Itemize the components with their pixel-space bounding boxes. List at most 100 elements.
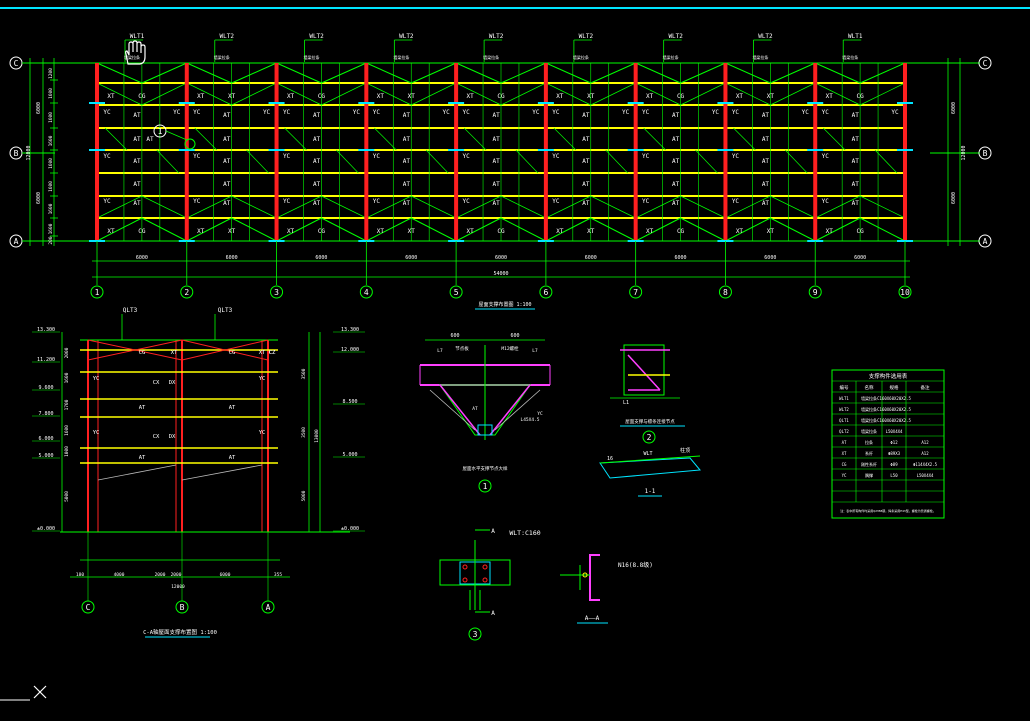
bay-dim-text: 6000 xyxy=(315,255,327,261)
leader-note: 墙梁拉条 xyxy=(663,54,679,60)
tag-at: AT xyxy=(313,181,321,188)
brace-line xyxy=(455,195,502,219)
tag-at: AT xyxy=(313,136,321,143)
table-cell: QLT1 xyxy=(839,418,849,423)
elevation-left: 13.300 xyxy=(37,327,55,333)
leader-note: 墙梁拉条 xyxy=(483,54,499,60)
title-bar-strip xyxy=(0,0,1030,9)
detail3-mark: A xyxy=(491,610,495,617)
brace-line xyxy=(96,195,143,219)
table-cell: 墙梁拉条 xyxy=(861,406,877,412)
grid-bubble-number xyxy=(449,285,463,299)
detail3-label: WLT:C160 xyxy=(509,529,540,537)
brace-line xyxy=(141,82,187,106)
left-dim-text: 1600 xyxy=(48,223,54,234)
vdim-right-total: 13000 xyxy=(314,429,320,443)
detail3-number-circle xyxy=(468,627,482,641)
section-title: C-A轴屋面支撑布置图 1:100 xyxy=(143,628,217,636)
grid-bubble-number xyxy=(180,285,194,299)
brace-line xyxy=(231,62,277,84)
brace-line xyxy=(590,217,636,242)
tag-cg: CG xyxy=(318,228,326,235)
grid-number: 1 xyxy=(95,288,100,297)
brace-line xyxy=(186,195,232,219)
brace-line xyxy=(500,82,547,106)
tag-yc: YC xyxy=(802,109,810,116)
elevation-left: ±0.000 xyxy=(37,526,55,532)
detail1-label: L45X4.5 xyxy=(521,417,540,423)
brace-line xyxy=(725,195,771,219)
section-axis-label: C xyxy=(86,603,91,612)
table-cell: 刚性系杆 xyxy=(861,461,877,467)
hdim-bottom: 355 xyxy=(274,572,282,578)
brace-line xyxy=(545,62,591,84)
leader-note: 墙梁拉条 xyxy=(752,54,768,60)
tag-at: AT xyxy=(403,112,411,119)
table-cell: 拉条 xyxy=(865,439,873,445)
tag-yc: YC xyxy=(193,109,201,116)
left-total-text: 6000 xyxy=(36,102,42,114)
wall-tie-tag: WLT2 xyxy=(579,33,594,40)
aa-bolt xyxy=(582,572,588,578)
leader-note: 墙梁拉条 xyxy=(304,54,320,60)
detail2-box xyxy=(623,344,665,396)
table-note: 注：表中所有构件均采用Q235B钢，焊条采用E43型，螺栓为普通螺栓。 xyxy=(840,508,935,513)
tag-xt: XT xyxy=(377,228,385,235)
brace-line xyxy=(186,62,232,84)
table-frame xyxy=(831,369,945,519)
section-brace xyxy=(87,339,183,361)
grid-bubble-number xyxy=(629,285,643,299)
section11-title: 1-1 xyxy=(645,488,656,495)
grid-letter-left: B xyxy=(14,149,19,158)
detail1-label: 节点板 xyxy=(455,345,469,352)
pan-hand-cursor-icon xyxy=(121,40,147,66)
tag-xt: XT xyxy=(377,93,385,100)
table-header: 编号 xyxy=(840,384,849,391)
hdim-bottom: 180 xyxy=(76,572,84,578)
tag-at: AT xyxy=(672,181,680,188)
bay-dim-text: 6000 xyxy=(136,255,148,261)
tag-xt: XT xyxy=(107,228,115,235)
tag-yc: YC xyxy=(353,109,361,116)
brace-line xyxy=(643,127,666,151)
detail1-caption: 屋面水平支撑节点大样 xyxy=(463,465,508,472)
wall-tie-tag: WLT1 xyxy=(848,33,863,40)
leader-note: 墙梁拉条 xyxy=(842,54,858,60)
brace-line xyxy=(321,82,367,106)
table-cell: C160X60X20X2.5 xyxy=(877,396,911,401)
section-tag: CX xyxy=(153,380,160,386)
grid-letter-left: C xyxy=(14,59,19,68)
detail2-number: 2 xyxy=(647,433,652,442)
tag-xt: XT xyxy=(197,93,205,100)
leader-note: 墙梁拉条 xyxy=(393,54,409,60)
brace-line xyxy=(336,149,359,174)
brace-line xyxy=(455,82,502,106)
brace-line xyxy=(680,82,726,106)
tag-at: AT xyxy=(492,136,500,143)
tag-xt: XT xyxy=(646,93,654,100)
brace-line xyxy=(96,82,143,106)
table-header: 备注 xyxy=(921,384,930,391)
tag-at: AT xyxy=(762,200,770,207)
tag-yc: YC xyxy=(642,109,650,116)
tag-at: AT xyxy=(852,158,860,165)
tag-at: AT xyxy=(313,112,321,119)
tag-at: AT xyxy=(852,112,860,119)
grid-bubble-number xyxy=(718,285,732,299)
aa-channel xyxy=(589,554,600,601)
detail1-label: M12螺栓 xyxy=(501,345,519,352)
table-title: 支撑构件选用表 xyxy=(869,372,908,380)
vdim-right: 5000 xyxy=(301,490,307,501)
brace-line xyxy=(366,217,412,242)
detail1-gray xyxy=(429,389,476,431)
brace-line xyxy=(366,62,412,84)
tag-yc: YC xyxy=(732,198,740,205)
bay-dim-text: 6000 xyxy=(675,255,687,261)
detail1-number-circle xyxy=(478,479,492,493)
tag-at: AT xyxy=(133,181,141,188)
table-cell: A12 xyxy=(921,451,929,456)
bay-dim-text: 6000 xyxy=(764,255,776,261)
brace-line xyxy=(186,217,232,242)
elevation-left: 11.200 xyxy=(37,357,55,363)
